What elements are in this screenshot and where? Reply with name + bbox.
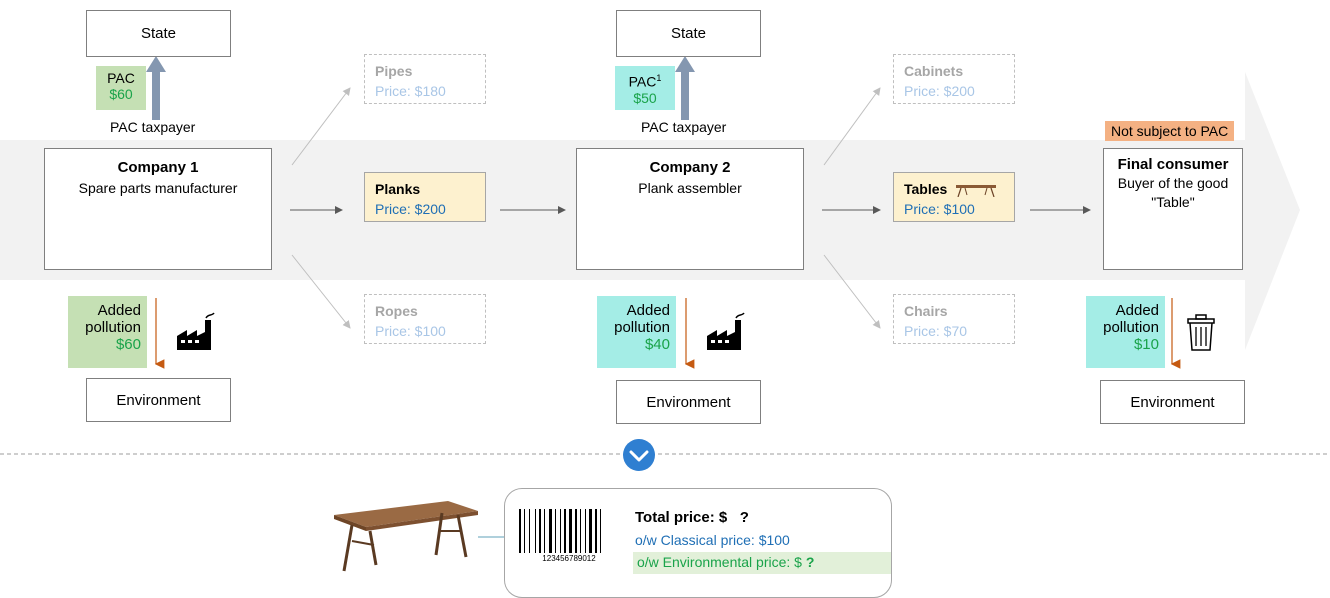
consumer-title: Final consumer: [1117, 156, 1229, 173]
environment-label: Environment: [116, 391, 201, 409]
factory-icon: [177, 312, 215, 350]
price-card: 123456789012 Total price: $ ? o/w Classi…: [504, 488, 892, 598]
classical-price: o/w Classical price: $100: [635, 532, 790, 548]
company-subtitle: Plank assembler: [638, 180, 742, 196]
product-name: Ropes: [375, 303, 418, 319]
barcode-bar: [580, 509, 581, 553]
branch-arrow: [291, 254, 351, 329]
state-box-1: State: [86, 10, 231, 57]
pac-footnote: 1: [656, 73, 662, 83]
environment-label: Environment: [1130, 393, 1215, 411]
barcode-bar: [560, 509, 561, 553]
pollution-badge-2: Added pollution $40: [597, 296, 676, 368]
pac-taxpayer-label: PAC taxpayer: [641, 119, 727, 135]
barcode-bar: [549, 509, 552, 553]
company-title: Company 1: [117, 159, 199, 176]
product-price: Price: $100: [904, 201, 975, 217]
pollution-label: pollution: [614, 319, 670, 336]
pollution-label: Added: [97, 302, 141, 319]
trash-icon: [1187, 314, 1215, 351]
product-planks: Planks Price: $200: [364, 172, 486, 222]
barcode-icon: 123456789012: [517, 509, 625, 565]
pollution-amount: $40: [644, 336, 670, 353]
not-subject-badge: Not subject to PAC: [1105, 121, 1235, 141]
pac-badge-2: PAC1 $50: [615, 66, 675, 110]
barcode-bar: [600, 509, 601, 553]
state-label: State: [670, 25, 707, 42]
pac-badge-1: PAC $60: [96, 66, 146, 110]
state-label: State: [140, 25, 177, 42]
environmental-price-value: ?: [805, 554, 815, 570]
product-price: Price: $70: [904, 323, 968, 339]
pollution-amount: $10: [1133, 336, 1159, 353]
factory-icon: [707, 312, 745, 350]
product-chairs: Chairs Price: $70: [893, 294, 1015, 344]
pollution-amount: $60: [115, 336, 141, 353]
environment-box-3: Environment: [1100, 380, 1245, 424]
environmental-price: o/w Environmental price: $ ?: [633, 552, 891, 574]
table-icon: [956, 185, 997, 198]
barcode-bar: [539, 509, 541, 553]
product-price: Price: $100: [375, 323, 446, 339]
pollution-label: pollution: [1103, 319, 1159, 336]
product-price: Price: $180: [375, 83, 446, 99]
barcode-bar: [535, 509, 536, 553]
final-consumer-box: Final consumer Buyer of the good "Table": [1103, 148, 1243, 270]
barcode-bar: [529, 509, 530, 553]
pollution-label: pollution: [85, 319, 141, 336]
product-price: Price: $200: [904, 83, 975, 99]
pac-taxpayer-label: PAC taxpayer: [110, 119, 196, 135]
state-box-2: State: [616, 10, 761, 57]
pac-label: PAC: [628, 73, 657, 90]
barcode-bar: [569, 509, 572, 553]
environment-box-1: Environment: [86, 378, 231, 422]
product-name: Planks: [375, 181, 421, 197]
product-cabinets: Cabinets Price: $200: [893, 54, 1015, 104]
pac-label: PAC: [107, 70, 135, 86]
product-name: Cabinets: [904, 63, 964, 79]
product-name: Chairs: [904, 303, 948, 319]
pac-amount: $50: [633, 89, 657, 106]
barcode-bar: [544, 509, 545, 553]
product-name: Pipes: [375, 63, 413, 79]
barcode-bar: [564, 509, 566, 553]
total-price: Total price: $ ?: [635, 509, 749, 526]
table-image: [334, 501, 478, 572]
barcode-bar: [524, 509, 525, 553]
environment-box-2: Environment: [616, 380, 761, 424]
environmental-price-label: o/w Environmental price: $: [637, 554, 806, 570]
consumer-line: Buyer of the good: [1117, 175, 1229, 191]
company-title: Company 2: [649, 159, 731, 176]
barcode-bar: [519, 509, 521, 553]
pollution-label: Added: [1115, 302, 1159, 319]
consumer-line: "Table": [1151, 194, 1195, 210]
product-pipes: Pipes Price: $180: [364, 54, 486, 104]
company-subtitle: Spare parts manufacturer: [78, 180, 238, 196]
barcode-bar: [575, 509, 577, 553]
product-price: Price: $200: [375, 201, 446, 217]
pac-arrow: [152, 72, 160, 120]
pac-arrow: [681, 72, 689, 120]
barcode-number: 123456789012: [542, 554, 596, 563]
pollution-badge-3: Added pollution $10: [1086, 296, 1165, 368]
environment-label: Environment: [646, 393, 731, 411]
barcode-bar: [589, 509, 592, 553]
product-name: Tables: [904, 181, 948, 197]
branch-arrow: [823, 87, 881, 166]
barcode-bar: [585, 509, 586, 553]
pac-amount: $60: [109, 86, 133, 102]
pollution-label: Added: [626, 302, 670, 319]
barcode-bar: [595, 509, 597, 553]
company-1-box: Company 1 Spare parts manufacturer: [44, 148, 272, 270]
pollution-badge-1: Added pollution $60: [68, 296, 147, 368]
company-2-box: Company 2 Plank assembler: [576, 148, 804, 270]
branch-arrow: [823, 254, 881, 329]
product-tables: Tables Price: $100: [893, 172, 1015, 222]
branch-arrow: [291, 87, 351, 166]
product-ropes: Ropes Price: $100: [364, 294, 486, 344]
barcode-bar: [555, 509, 556, 553]
chevron-down-icon[interactable]: [622, 438, 656, 472]
